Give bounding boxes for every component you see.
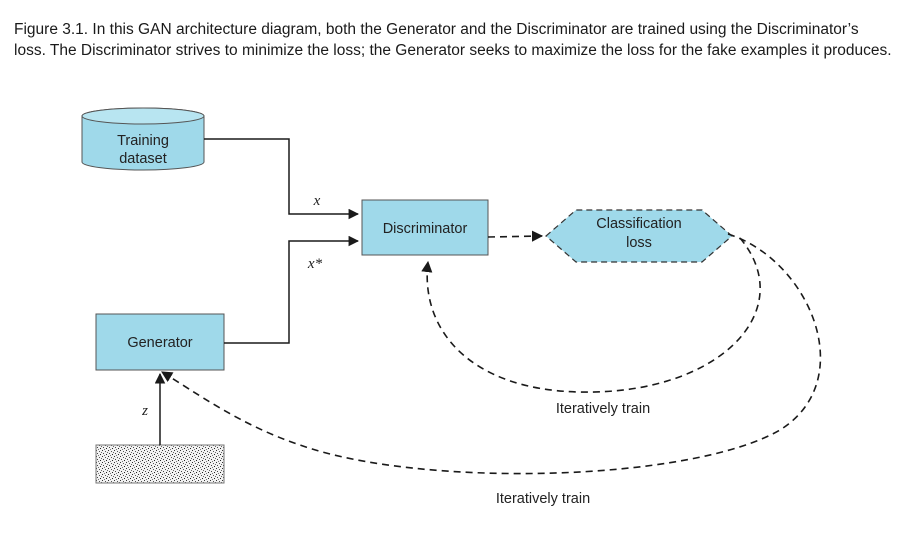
classification-loss-label-line1: Classification bbox=[596, 216, 681, 232]
figure-caption: Figure 3.1. In this GAN architecture dia… bbox=[14, 21, 892, 59]
fake-data-edge bbox=[224, 235, 360, 344]
training-dataset-node: Training dataset bbox=[81, 107, 205, 171]
generator-label: Generator bbox=[127, 335, 192, 351]
classification-loss-node: Classification loss bbox=[545, 209, 733, 263]
outer-training-loop bbox=[161, 233, 822, 475]
generator-node: Generator bbox=[95, 313, 225, 371]
real-data-edge bbox=[204, 138, 360, 220]
random-noise-input bbox=[95, 444, 225, 484]
inner-training-loop bbox=[421, 237, 761, 393]
x-star-label: x* bbox=[307, 256, 323, 272]
training-dataset-label-line1: Training bbox=[117, 133, 169, 149]
z-label: z bbox=[141, 403, 148, 419]
discriminator-label: Discriminator bbox=[383, 221, 468, 237]
classification-loss-label-line2: loss bbox=[626, 235, 652, 251]
inner-train-label: Iteratively train bbox=[556, 401, 650, 417]
discriminator-node: Discriminator bbox=[361, 199, 489, 256]
x-label: x bbox=[313, 193, 321, 209]
outer-train-label: Iteratively train bbox=[496, 491, 590, 507]
training-dataset-label-line2: dataset bbox=[119, 151, 167, 167]
discriminator-to-loss-edge bbox=[487, 230, 544, 242]
